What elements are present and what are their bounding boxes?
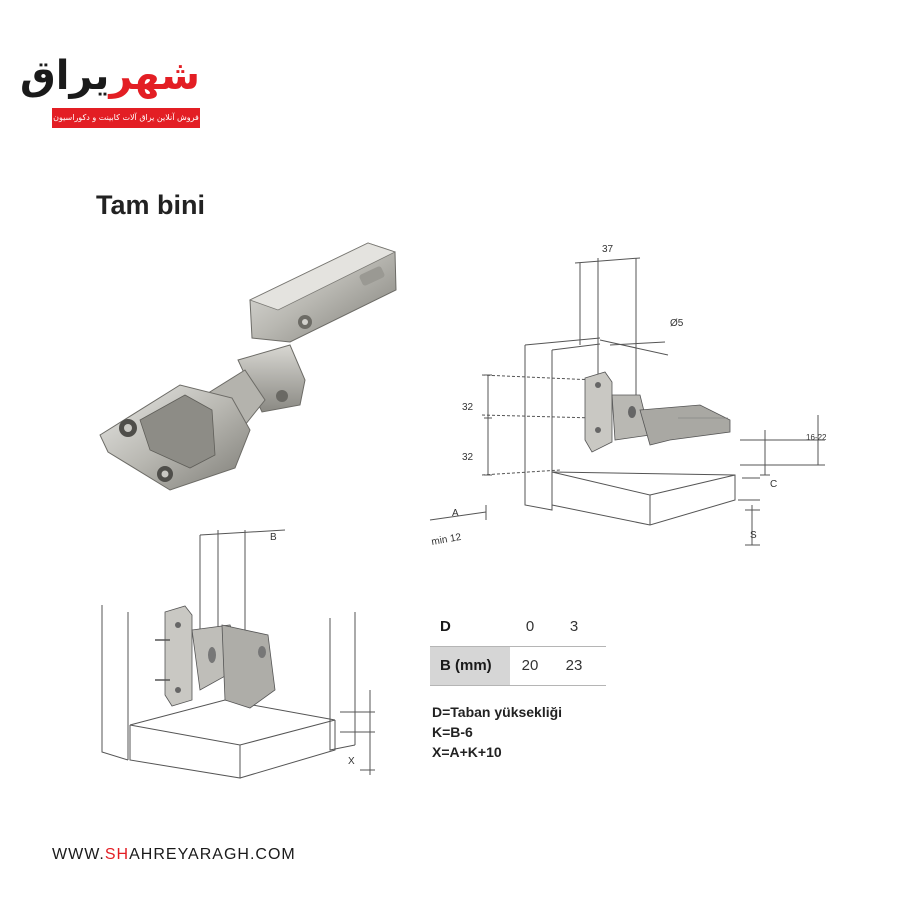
logo-word-shahr: شهر [109,53,201,99]
isometric-mounting-drawing [429,257,825,546]
table-cell-label: B (mm) [430,647,510,685]
logo-word-yaragh: یراق [20,53,110,99]
website-link[interactable]: WWW.SHAHREYARAGH.COM [52,846,296,864]
label-c: C [770,479,777,490]
table-row: B (mm) 20 23 [430,647,606,686]
table-cell-value: 20 [521,657,539,674]
dim-32-bottom: 32 [462,452,474,463]
logo-wordmark: شهریراق [20,50,201,102]
note-line: X=A+K+10 [432,744,502,760]
note-line: K=B-6 [432,724,473,740]
table-row: D 0 3 [430,608,606,647]
label-min12: min 12 [431,532,463,548]
page-title: Tam bini [96,190,206,220]
url-rest: AHREYARAGH.COM [129,846,296,863]
dim-d5: Ø5 [670,318,684,329]
table-cell-value: 23 [565,657,583,674]
formula-notes: D=Taban yüksekliği K=B-6 X=A+K+10 [432,702,562,762]
url-prefix: WWW. [52,846,105,863]
label-b: B [270,532,277,543]
url-highlight: SH [104,846,130,863]
label-x: X [348,756,355,767]
hinge-photo [99,242,397,491]
table-cell-label: D [440,618,451,635]
dim-16-22: 16-22 [806,433,827,442]
table-cell-value: 3 [569,618,579,635]
label-s: S [750,530,757,541]
dimension-table: D 0 3 B (mm) 20 23 [430,608,606,686]
dim-32-top: 32 [462,402,474,413]
isometric-hinge [584,371,731,453]
brand-logo[interactable]: شهریراق فروش آنلاین یراق آلات کابینت و د… [20,50,201,132]
side-view-hinge [155,605,276,709]
table-cell-value: 0 [525,618,535,635]
dim-37: 37 [602,244,614,255]
label-a: A [452,508,459,519]
note-line: D=Taban yüksekliği [432,704,563,720]
logo-tagline: فروش آنلاین یراق آلات کابینت و دکوراسیون [52,108,200,128]
side-view-drawing [101,529,375,779]
